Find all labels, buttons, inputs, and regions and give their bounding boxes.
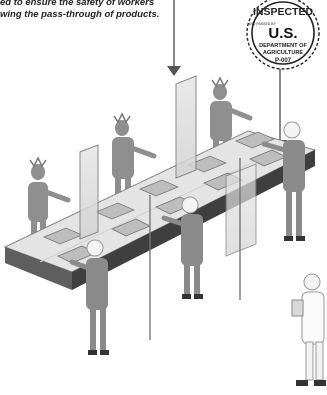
seal-line-1: DEPARTMENT OF <box>259 43 307 49</box>
seal-line-2: AGRICULTURE <box>263 50 304 56</box>
usda-inspection-seal: INSPECTED AND PASSED BY U.S. DEPARTMENT … <box>247 0 319 69</box>
seal-establishment-number: P-007 <box>275 58 292 64</box>
caption-text: ed to ensure the safety of workers wing … <box>0 0 190 21</box>
seal-center-text: U.S. <box>268 25 297 42</box>
seal-top-text: INSPECTED <box>253 6 314 18</box>
pointer-arrow-right <box>273 62 287 150</box>
caption-line-2: wing the pass-through of products. <box>0 9 190 21</box>
inspector-figure <box>292 274 326 386</box>
clipboard-icon <box>292 300 303 316</box>
caption-line-1: ed to ensure the safety of workers <box>0 0 190 9</box>
